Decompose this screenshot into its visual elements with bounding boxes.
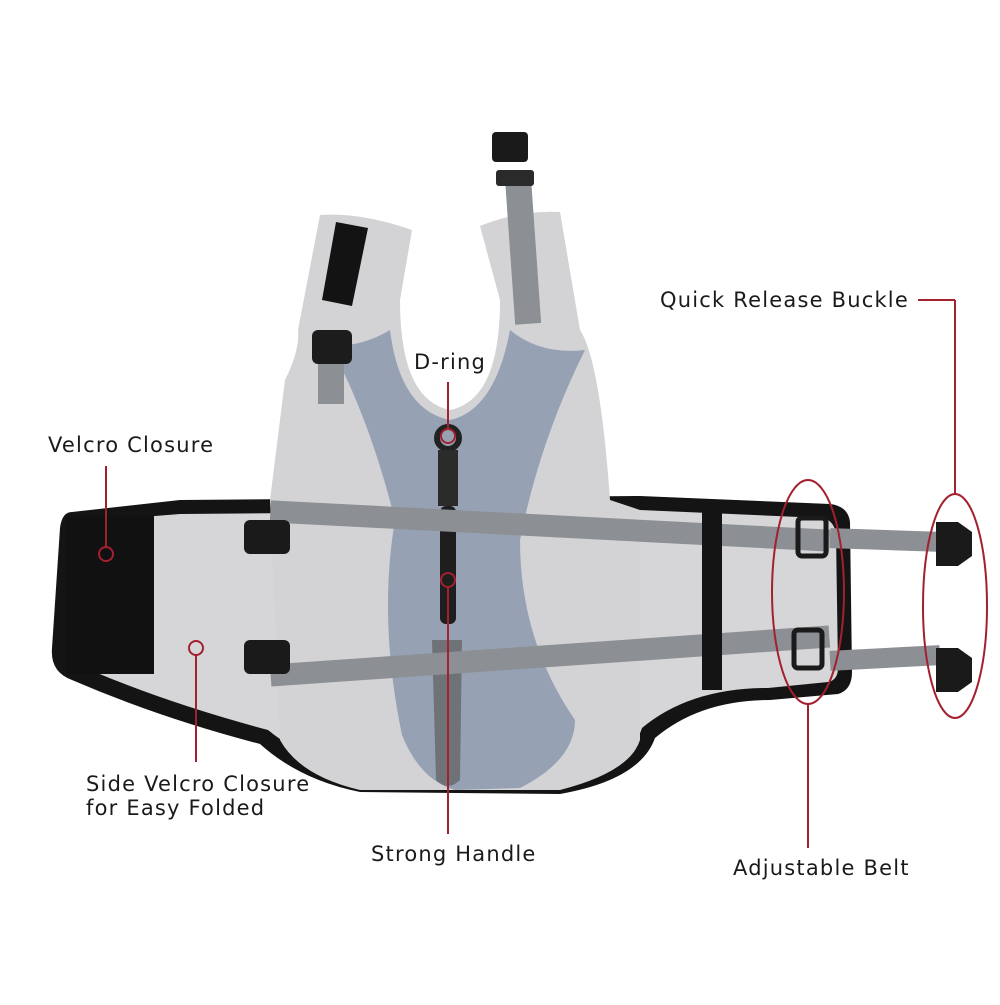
adjuster-upper <box>795 515 829 559</box>
shoulder-webbing <box>318 364 344 404</box>
lower-strap <box>269 625 831 687</box>
callout-quick-release-buckle: Quick Release Buckle <box>660 288 909 312</box>
shoulder-strap <box>505 177 542 325</box>
shoulder-velcro <box>322 222 368 306</box>
adjuster-lower <box>791 627 825 671</box>
top-buckle <box>492 132 528 162</box>
belt-upper-ext <box>829 528 941 552</box>
side-strap <box>702 510 722 690</box>
callout-adjustable-belt: Adjustable Belt <box>733 856 910 880</box>
left-buckle-upper <box>244 520 290 554</box>
top-buckle-slider <box>496 170 534 186</box>
release-buckle-lower <box>936 648 972 692</box>
left-buckle-lower <box>244 640 290 674</box>
callout-side-velcro-closure: Side Velcro Closure for Easy Folded <box>86 772 311 820</box>
callout-d-ring: D-ring <box>414 350 487 374</box>
belt-lower-ext <box>829 645 941 671</box>
callout-velcro-closure: Velcro Closure <box>48 433 215 457</box>
shoulder-buckle <box>312 330 352 364</box>
d-ring-strap <box>438 450 458 506</box>
upper-strap <box>269 500 831 552</box>
handle-grip <box>440 506 456 624</box>
callout-strong-handle: Strong Handle <box>371 842 537 866</box>
velcro-strip <box>66 516 154 674</box>
callout-markers <box>98 299 988 848</box>
release-buckle-upper <box>936 522 972 566</box>
